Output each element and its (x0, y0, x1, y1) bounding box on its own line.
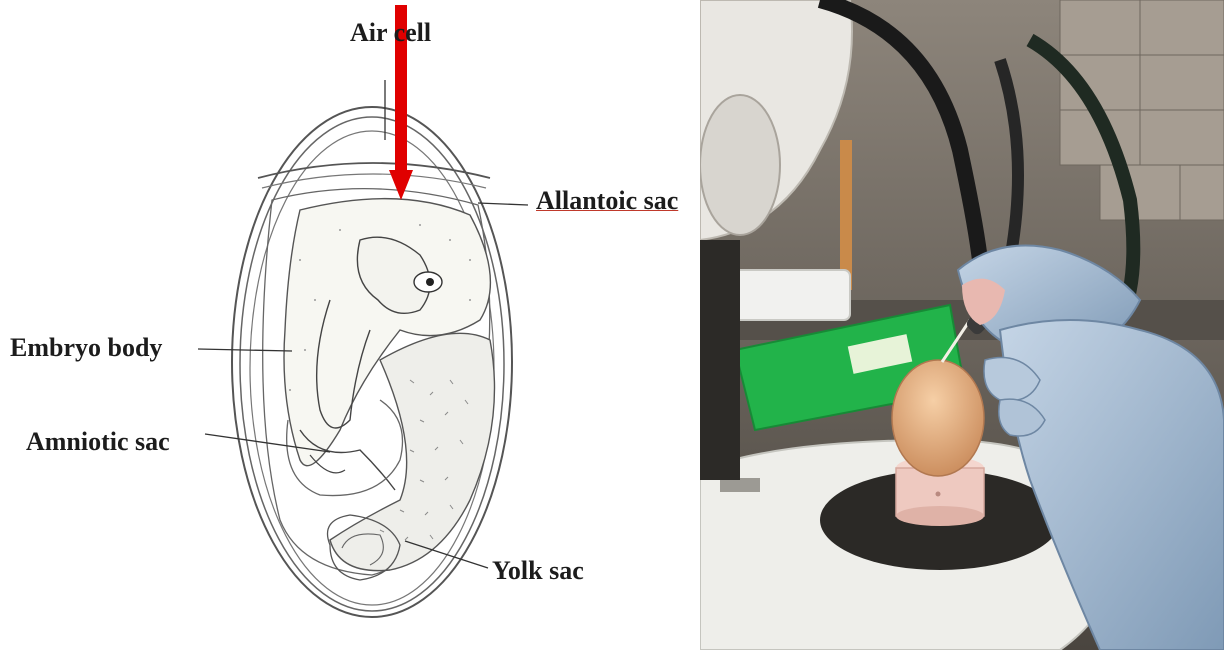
injection-arrow-head (389, 170, 413, 200)
egg-holder-bottom (896, 506, 984, 526)
leader-line-allantoic-sac (478, 203, 528, 205)
stage-slot (720, 478, 760, 492)
air-cell-membrane-inner (262, 174, 486, 188)
leader-line-embryo-body (198, 349, 292, 351)
microscope-eyepiece (700, 95, 780, 235)
egg-diagram-drawing (0, 0, 700, 650)
egg-injection-scene (700, 0, 1224, 650)
label-allantoic-sac: Allantoic sac (536, 186, 678, 216)
wooden-stick (840, 140, 852, 290)
label-embryo-body: Embryo body (10, 333, 162, 363)
egg (892, 360, 984, 476)
label-air-cell: Air cell (350, 18, 431, 48)
label-yolk-sac: Yolk sac (492, 556, 584, 586)
dark-column (700, 240, 740, 480)
egg-anatomy-diagram: Air cell Allantoic sac Embryo body Amnio… (0, 0, 700, 650)
label-amniotic-sac: Amniotic sac (26, 427, 170, 457)
vial-rack (730, 270, 850, 320)
egg-holder-dot (936, 492, 941, 497)
egg-injection-photo (700, 0, 1224, 650)
embryo-pupil (426, 278, 434, 286)
